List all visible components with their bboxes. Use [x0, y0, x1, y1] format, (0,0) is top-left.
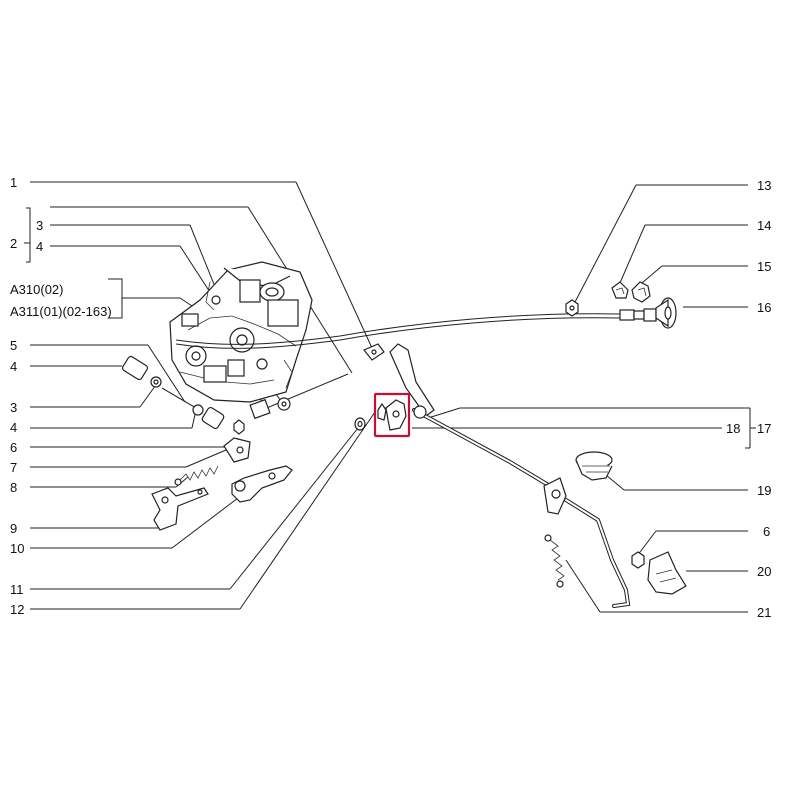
part-20-pedal-pad	[647, 551, 687, 595]
model-label-a310: A310(02)	[10, 282, 63, 297]
part-18-highlighted[interactable]	[373, 392, 411, 438]
callout-4: 4	[36, 239, 43, 254]
callout-20: 20	[757, 564, 771, 579]
part-7-bracket	[223, 437, 251, 463]
part-6-nut-left	[233, 419, 245, 435]
callout-16: 16	[757, 300, 771, 315]
carburettor	[169, 261, 313, 403]
part-21-spring	[544, 534, 565, 588]
callout-21: 21	[757, 605, 771, 620]
leader-lines-right	[412, 184, 756, 613]
part-16-grommet	[655, 297, 677, 329]
model-label-a311: A311(01)(02-163)	[10, 304, 112, 319]
part-13-nut	[565, 299, 579, 317]
part-11-washer	[354, 417, 366, 431]
callout-7: 7	[10, 460, 17, 475]
accelerator-cable	[175, 308, 657, 349]
callout-6-right: 6	[763, 524, 770, 539]
part-9-lever	[151, 487, 209, 531]
callout-3-b: 3	[10, 400, 17, 415]
callout-18: 18	[726, 421, 740, 436]
callout-12: 12	[10, 602, 24, 617]
part-14-clip	[611, 281, 629, 299]
part-17-pedal-lever	[389, 343, 631, 608]
left-rod-assembly	[121, 355, 225, 430]
callout-4-b: 4	[10, 359, 17, 374]
callout-8: 8	[10, 480, 17, 495]
callout-2: 2	[10, 236, 17, 251]
callout-15: 15	[757, 259, 771, 274]
callout-19: 19	[757, 483, 771, 498]
leader-lines-left	[24, 181, 376, 610]
callout-3: 3	[36, 218, 43, 233]
linkage-rod	[249, 343, 385, 420]
part-15-clip	[631, 281, 651, 303]
callout-10: 10	[10, 541, 24, 556]
callout-labels: 1 2 3 4 A310(02) A311(01)(02-163) 5 4 3 …	[10, 175, 771, 620]
callout-6: 6	[10, 440, 17, 455]
part-6-nut-right	[631, 551, 645, 569]
part-10-lever	[231, 465, 293, 503]
part-19-boot	[575, 451, 613, 481]
callout-14: 14	[757, 218, 771, 233]
callout-11: 11	[10, 582, 24, 597]
highlight-box	[373, 392, 411, 438]
callout-17: 17	[757, 421, 771, 436]
part-8-spring	[174, 465, 219, 486]
part-12-clip	[377, 402, 387, 421]
callout-9: 9	[10, 521, 17, 536]
callout-13: 13	[757, 178, 771, 193]
callout-4-c: 4	[10, 420, 17, 435]
callout-1: 1	[10, 175, 17, 190]
callout-5: 5	[10, 338, 17, 353]
